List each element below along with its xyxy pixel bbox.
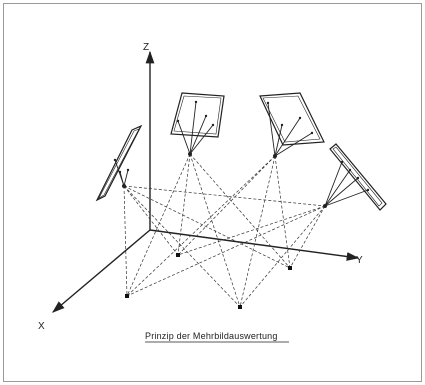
object-point-3 [238, 305, 242, 309]
object-point-2 [176, 253, 180, 257]
figure-caption: Prinzip der Mehrbildauswertung [145, 331, 278, 341]
coordinate-axes [52, 50, 360, 313]
image-rays [114, 101, 369, 207]
projection-centre-4 [323, 204, 327, 208]
projection-centre-1 [122, 184, 126, 188]
object-point-4 [288, 266, 292, 270]
object-points [125, 253, 292, 309]
y-axis [149, 229, 360, 261]
figure-frame [3, 3, 422, 382]
projection-centres [122, 152, 327, 208]
image-frame-3 [259, 92, 325, 146]
x-axis-label: X [38, 321, 45, 332]
image-frame-4 [329, 143, 387, 211]
image-points [113, 100, 370, 192]
image-frames [95, 92, 387, 211]
image-frame-2 [170, 92, 225, 138]
projection-centre-2 [188, 152, 192, 156]
z-axis-label: Z [143, 42, 149, 53]
object-point-1 [125, 294, 129, 298]
projection-centre-3 [273, 154, 277, 158]
x-axis [52, 229, 151, 313]
dashed-rays [123, 153, 326, 308]
image-frame-1 [95, 124, 143, 202]
y-axis-label: Y [356, 255, 363, 266]
